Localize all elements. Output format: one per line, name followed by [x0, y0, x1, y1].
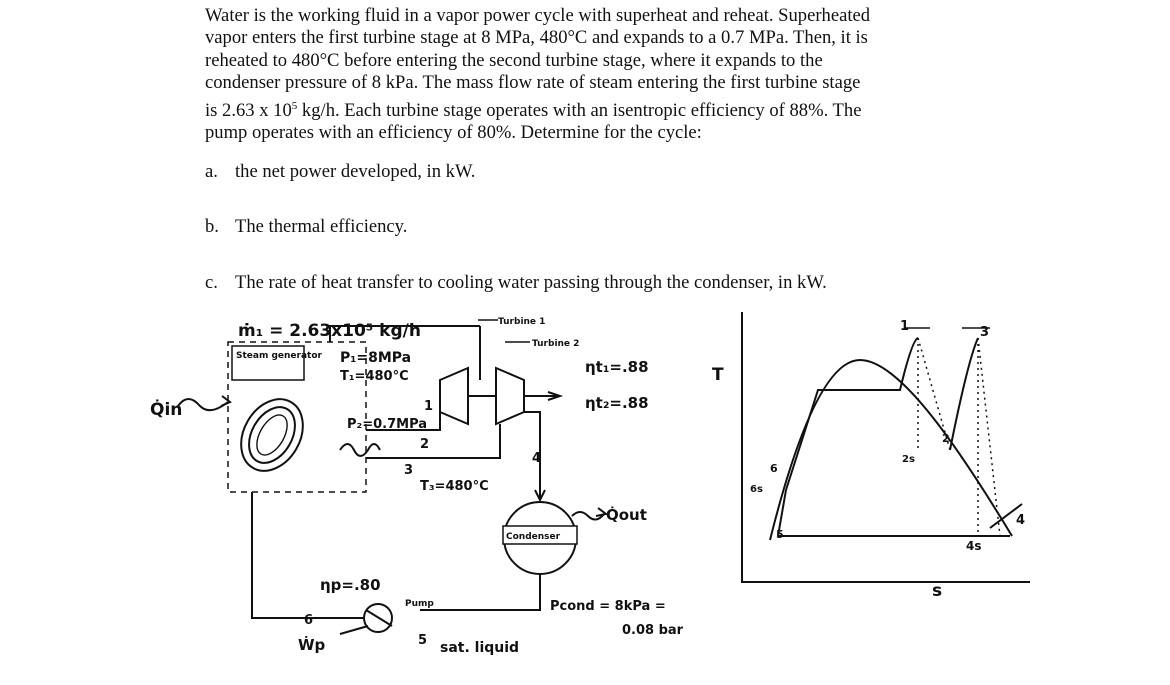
t3-label: T₃=480°C	[420, 479, 489, 494]
steam-generator-box	[227, 341, 367, 493]
turbine1-label: Turbine 1	[498, 317, 545, 327]
ts-point-label: 5	[776, 528, 784, 541]
ts-point-label: 1	[900, 319, 909, 334]
pump-label: Pump	[405, 599, 434, 609]
statement-line: vapor enters the first turbine stage at …	[205, 27, 868, 49]
state-label: 1	[424, 399, 433, 414]
statement-line: reheated to 480°C before entering the se…	[205, 49, 823, 71]
state-label: 4	[532, 451, 541, 466]
state-label: 6	[304, 613, 313, 628]
ts-point-label: 2s	[902, 454, 915, 465]
turbine-1	[439, 366, 469, 426]
cycle-figure: Steam generator Q̇in ṁ₁ = 2.63x10⁵ kg/h …	[150, 312, 1030, 656]
turbine-2	[495, 366, 525, 426]
state-label: 3	[404, 463, 413, 478]
p-cond-label: Pcond = 8kPa =	[550, 599, 666, 614]
state-label: 5	[418, 633, 427, 648]
problem-statement: Water is the working fluid in a vapor po…	[205, 5, 1035, 145]
statement-line: condenser pressure of 8 kPa. The mass fl…	[205, 72, 861, 94]
ts-point-label: 6	[770, 462, 778, 475]
question-b: b.The thermal efficiency.	[205, 216, 408, 237]
ts-diagram: T s 1 2 3 2s 4 4s 5 6 6s	[712, 312, 1030, 601]
steam-generator-label: Steam generator	[236, 351, 323, 361]
sat-liquid-label: sat. liquid	[440, 640, 519, 656]
s-axis-label: s	[932, 581, 942, 601]
p2-label: P₂=0.7MPa	[347, 417, 427, 432]
ts-axes	[741, 312, 1030, 583]
eta-t2-label: ηt₂=.88	[585, 394, 649, 412]
ts-point-label: 2	[942, 432, 950, 445]
statement-line: Water is the working fluid in a vapor po…	[205, 5, 871, 26]
ts-point-label: 3	[980, 325, 989, 340]
condenser-label: Condenser	[506, 532, 561, 542]
t-axis-label: T	[712, 365, 724, 385]
ts-point-label: 6s	[750, 484, 763, 495]
ts-point-label: 4	[1016, 513, 1025, 528]
t1-label: T₁=480°C	[340, 369, 409, 384]
eta-t1-label: ηt₁=.88	[585, 358, 649, 376]
cycle-schematic: Steam generator Q̇in ṁ₁ = 2.63x10⁵ kg/h …	[150, 317, 684, 656]
q-in-label: Q̇in	[150, 399, 182, 420]
ts-point-label: 4s	[966, 539, 982, 553]
p-cond-bar-label: 0.08 bar	[622, 623, 684, 638]
statement-line: pump operates with an efficiency of 80%.…	[205, 122, 702, 144]
q-out-label: Q̇out	[606, 505, 647, 524]
reheater-coil	[339, 443, 381, 457]
saturation-dome	[769, 358, 1013, 541]
state-label: 2	[420, 437, 429, 452]
w-p-label: Ẇp	[298, 635, 326, 654]
p1-label: P₁=8MPa	[340, 350, 411, 366]
statement-line: is 2.63 x 105 kg/h. Each turbine stage o…	[205, 99, 862, 121]
question-c: c.The rate of heat transfer to cooling w…	[205, 272, 827, 293]
question-a: a.the net power developed, in kW.	[205, 161, 476, 182]
eta-p-label: ηp=.80	[320, 576, 381, 594]
turbine2-label: Turbine 2	[532, 339, 579, 349]
boiler-coil	[240, 398, 304, 472]
